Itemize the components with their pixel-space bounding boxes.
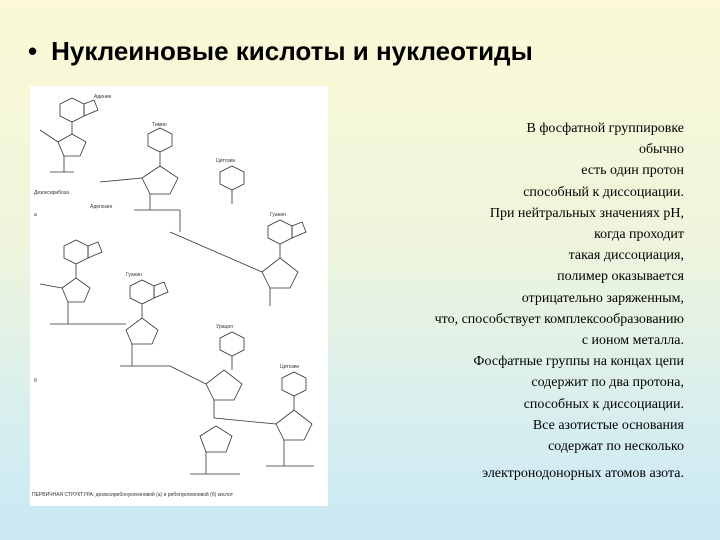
text-line: когда проходит xyxy=(594,227,684,243)
structure-diagram: Аденин Тимин Цитозин Гуанин Гуанин Ураци… xyxy=(32,94,314,498)
text-line: с ионом металла. xyxy=(581,333,684,349)
title-text: Нуклеиновые кислоты и нуклеотиды xyxy=(51,36,533,66)
title-bullet: • xyxy=(28,36,38,66)
label-cytosine-2: Цитозин xyxy=(280,364,300,370)
label-cytosine: Цитозин xyxy=(216,158,236,164)
label-uracil: Урацил xyxy=(216,324,233,330)
text-line: отрицательно заряженным, xyxy=(521,290,684,306)
text-line: обычно xyxy=(638,142,684,158)
label-a: а xyxy=(34,212,37,218)
text-line: Все азотистые основания xyxy=(532,417,684,433)
label-adenosine: Аденозин xyxy=(90,204,113,210)
text-line: содержит по два протона, xyxy=(531,375,684,391)
label-guanine-2: Гуанин xyxy=(126,272,142,278)
explanation-text: В фосфатной группировке обычно есть один… xyxy=(354,118,684,484)
text-line: способный к диссоциации. xyxy=(523,184,684,200)
text-line: содержат по несколько xyxy=(548,439,684,455)
text-line: что, способствует комплексообразованию xyxy=(434,311,684,327)
slide-title: • Нуклеиновые кислоты и нуклеотиды xyxy=(28,36,533,67)
text-line: электронодонорных атомов азота. xyxy=(482,466,684,482)
text-line: В фосфатной группировке xyxy=(526,121,684,136)
nucleic-acid-structure-figure: Аденин Тимин Цитозин Гуанин Гуанин Ураци… xyxy=(30,86,328,506)
text-line: Фосфатные группы на концах цепи xyxy=(473,354,684,370)
label-deoxyribose: Дезоксирибоза xyxy=(34,190,69,196)
label-guanine-1: Гуанин xyxy=(270,212,286,218)
text-line: При нейтральных значениях рН, xyxy=(489,205,684,221)
text-line: такая диссоциация, xyxy=(568,248,684,264)
label-thymine: Тимин xyxy=(152,122,167,128)
text-line: есть один протон xyxy=(581,163,684,179)
text-line: способных к диссоциации. xyxy=(523,396,684,412)
label-adenine: Аденин xyxy=(94,94,112,100)
figure-caption: ПЕРВИЧНАЯ СТРУКТУРА: дезоксирибонуклеино… xyxy=(32,491,234,498)
text-line: полимер оказывается xyxy=(557,269,684,285)
label-b: б xyxy=(34,378,37,384)
